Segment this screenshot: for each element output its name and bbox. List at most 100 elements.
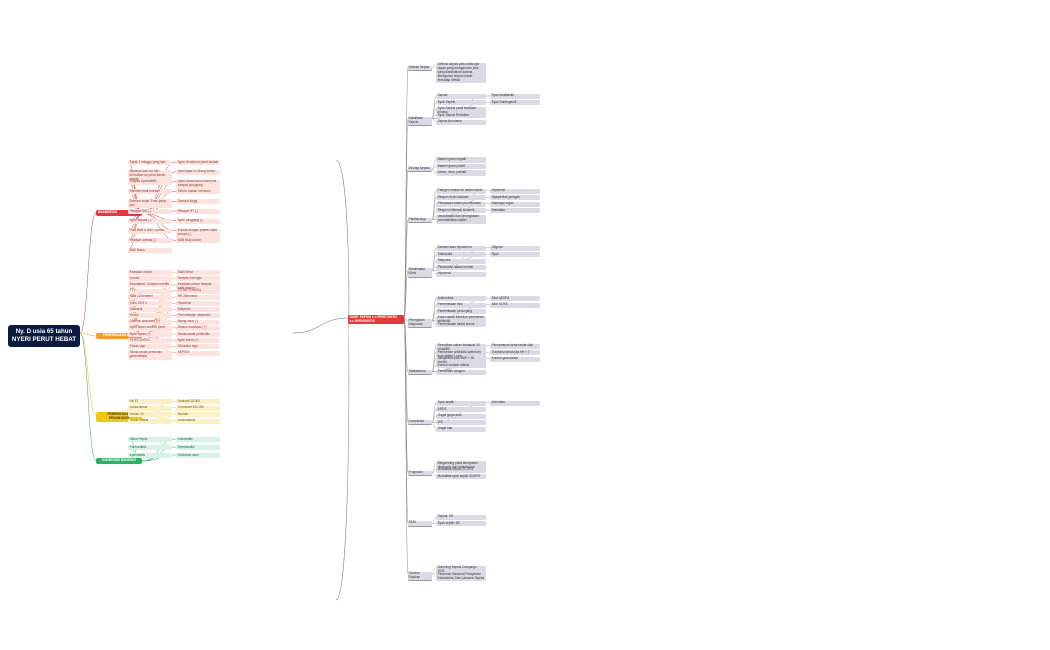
subtopic: Gagal ginjal akut: [436, 413, 486, 419]
subtopic: Jamur, virus, parasit: [436, 170, 486, 176]
anamnesis-item: Riwayat DM (-): [128, 209, 172, 215]
topic-8[interactable]: Prognosis: [408, 470, 432, 476]
subtopic: Syok Sepsis Refrakter: [436, 113, 486, 119]
anamnesis-branch[interactable]: ANAMNESIS: [96, 210, 142, 216]
topic-1[interactable]: Klasifikasi Sepsis: [408, 116, 432, 126]
fisik-item: Nyeri tekan seluruh perut: [128, 325, 172, 331]
topic-2[interactable]: Etiologi Sepsis: [408, 166, 432, 173]
subtopic: Transfusi darah jika Hb < 7: [490, 350, 540, 356]
anamnesis-item: Selera makan menurun: [176, 189, 220, 195]
fisik-item: Bising usus (-): [176, 319, 220, 325]
fisik-item: Takipnea: [176, 307, 220, 313]
fisik-item: Nadi 120x/menit: [128, 294, 172, 300]
fisik-item: Tanda-tanda peritonitis: [176, 332, 220, 338]
fisik-item: Sakit berat: [176, 270, 220, 276]
penunjang-branch[interactable]: PEMERIKSAAN PENUNJANG: [96, 412, 142, 422]
diagnosis-node[interactable]: SUSP. SEPSIS e.c PERITONITIS e.c APENDIS…: [348, 315, 404, 324]
fisik-item: Defans muskular (+): [176, 325, 220, 331]
fisik-item: Kesadaran: Compos mentis: [128, 282, 172, 288]
topic-9[interactable]: SKDI: [408, 520, 432, 527]
fisik-item: Keadaan umum tampak sakit sedang: [176, 282, 220, 292]
penunjang-item: Hb 12: [128, 399, 172, 405]
banding-item: Kolesistitis: [176, 437, 220, 443]
anamnesis-item: BAB tidak lancar: [176, 238, 220, 244]
anamnesis-item: BAK biasa: [128, 248, 172, 254]
subtopic: Sepsis Neonatus: [436, 119, 486, 125]
connector: [403, 317, 409, 423]
anamnesis-item: Disertai mual-muntah: [128, 189, 172, 195]
fisik-item: Hipotensi: [176, 301, 220, 307]
connector: [431, 168, 437, 173]
fisik-item: PERITONITIS: [128, 338, 172, 344]
fisik-item: TD 90/70 mmHg: [176, 288, 220, 294]
subtopic: Takikardia: [436, 252, 486, 258]
subtopic: ARDS: [436, 407, 486, 413]
fisik-item: SEPSIS: [176, 350, 220, 356]
fisik-item: Suhu 39,5 C: [128, 301, 172, 307]
fisik-item: Keadaan umum: [128, 270, 172, 276]
banding-branch[interactable]: DIAGNOSIS BANDING: [96, 458, 142, 464]
subtopic: Resusitasi cairan kristaloid 30 ml/kgBB: [436, 343, 486, 353]
subtopic: Pedoman Nasional Pelayanan Kedokteran Ta…: [436, 571, 486, 581]
root-topic[interactable]: Ny. D usia 65 tahun NYERI PERUT HEBAT: [8, 325, 80, 347]
subtopic: Pelepasan sitokin proinflamasi: [436, 201, 486, 207]
subtopic: Gagal hati: [436, 426, 486, 432]
topic-0[interactable]: Definisi Sepsis: [408, 65, 432, 72]
connector: [403, 67, 409, 319]
subtopic: Demam atau hipotermia: [436, 245, 486, 251]
subtopic: Sepsis: [436, 93, 486, 99]
anamnesis-item: Riwayat HT (-): [176, 209, 220, 215]
fisik-item: Febris: [128, 313, 172, 319]
connector: [403, 317, 409, 322]
penunjang-item: Leukositosis: [128, 405, 172, 411]
subtopic: Mortalitas syok septik 40-50%: [436, 474, 486, 480]
connector: [79, 332, 97, 337]
anamnesis-item: Pola BAB & BAK normal: [128, 228, 172, 234]
anamnesis-item: nyeri tajam & hilang timbul: [176, 169, 220, 175]
subtopic: Hipotensi: [490, 188, 540, 194]
topic-10[interactable]: Sumber Rujukan: [408, 571, 432, 582]
subtopic: Hipoperfusi jaringan: [490, 195, 540, 201]
subtopic: Kontrol gula darah: [490, 356, 540, 362]
fisik-item: RR 28x/menit: [176, 294, 220, 300]
subtopic: Sepsis: 3B: [436, 514, 486, 520]
subtopic: Takipnea: [436, 258, 486, 264]
penunjang-item: Normal: [176, 412, 220, 418]
fisik-item: Distensi abdomen (+): [128, 319, 172, 325]
anamnesis-item: Nyeri di seluruh perut bawah: [176, 159, 220, 166]
subtopic: Skor qSOFA: [490, 296, 540, 302]
anamnesis-item: Demam tinggi: [176, 199, 220, 205]
fisik-item: TTV: [128, 288, 172, 294]
subtopic: Bakteri gram positif: [436, 164, 486, 170]
fisik-item: Tanda-tanda peritonitis generalisata: [128, 350, 172, 360]
subtopic: Disfungsi organ: [490, 201, 540, 207]
subtopic: Bergantung pada kecepatan diagnosis dan …: [436, 461, 486, 471]
connector: [79, 332, 97, 462]
connector: [403, 317, 409, 474]
fisik-branch[interactable]: PEMERIKSAAN FISIK: [96, 333, 142, 339]
banding-item: Pankreatitis: [128, 445, 172, 451]
subtopic: Syok septik: [436, 400, 486, 406]
subtopic: DIC: [436, 420, 486, 426]
topic-7[interactable]: Komplikasi: [408, 419, 432, 426]
subtopic: Mortalitas sepsis 10-20%: [436, 467, 486, 473]
penunjang-item: Leukosit 18.000: [176, 399, 220, 405]
subtopic: Kematian: [490, 400, 540, 406]
subtopic: Hipotensi: [436, 271, 486, 277]
fisik-item: Nyeri ketok (+): [176, 338, 220, 344]
topic-4[interactable]: Manifestasi Klinis: [408, 267, 432, 278]
subtopic: Respon imun bawaan: [436, 195, 486, 201]
subtopic: Syok Sepsis pada keadaan khusus: [436, 106, 486, 116]
topic-5[interactable]: Penegakan Diagnosis: [408, 318, 432, 329]
subtopic: Patogen masuk ke dalam tubuh: [436, 188, 486, 194]
penunjang-item: Tanda infeksi: [128, 418, 172, 424]
fisik-item: Pemeriksaan abdomen: [176, 313, 220, 319]
subtopic: Kultur darah sebelum pemberian antibioti…: [436, 315, 486, 325]
topic-3[interactable]: Patofisiologi: [408, 217, 432, 223]
banding-item: Divertikulitis: [176, 445, 220, 451]
subtopic: Oliguria: [490, 245, 540, 251]
connector: [79, 212, 97, 334]
topic-6[interactable]: Tatalaksana: [408, 369, 432, 375]
subtopic: Syok septik: 3B: [436, 521, 486, 527]
penunjang-item: Leukositosis: [176, 418, 220, 424]
